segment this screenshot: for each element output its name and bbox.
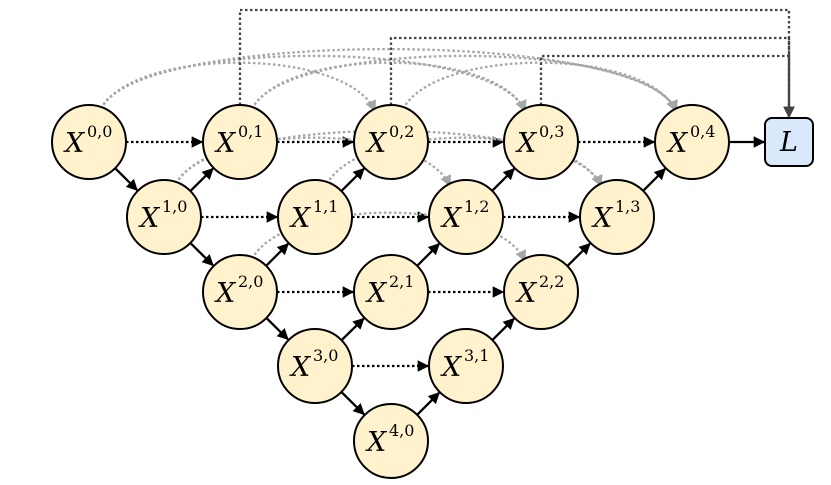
node-label: X: [365, 427, 388, 458]
node-circle: [503, 104, 579, 180]
node-circle: [353, 104, 429, 180]
node-circle: [126, 179, 202, 255]
node-circle: [353, 254, 429, 330]
upsample-edge: [642, 168, 666, 192]
node-circle: [277, 179, 353, 255]
node-label: X: [515, 128, 538, 159]
node-label: X: [515, 278, 538, 309]
node-superscript: 2,2: [539, 272, 564, 291]
node-superscript: 1,2: [464, 197, 489, 216]
downsample-edge: [265, 317, 289, 341]
edges-layer: [99, 8, 795, 416]
node-superscript: 3,0: [313, 346, 338, 365]
deep-supervision-edge: [389, 36, 795, 119]
upsample-edge: [340, 317, 365, 342]
node-superscript: 3,1: [464, 346, 489, 365]
node-label: X: [289, 352, 312, 383]
node-circle: [654, 104, 730, 180]
upsample-edge: [340, 167, 365, 192]
node-circle: [277, 328, 353, 404]
node-label: X: [138, 203, 161, 234]
dense-skip-edge: [250, 61, 527, 113]
node-label: X: [289, 203, 312, 234]
dense-skip-edge: [99, 54, 527, 113]
node-circle: [202, 254, 278, 330]
loss-label: L: [779, 127, 798, 158]
node-circle: [428, 179, 504, 255]
node-circle: [51, 104, 127, 180]
dense-skip-edge: [325, 136, 603, 188]
dense-skip-edge: [401, 61, 678, 113]
node-label: X: [63, 128, 86, 159]
node-superscript: 1,0: [162, 197, 187, 216]
node-superscript: 2,0: [238, 272, 263, 291]
node-label: X: [440, 352, 463, 383]
deep-supervision-edge: [238, 8, 795, 119]
upsample-edge: [416, 243, 440, 267]
downsample-edge: [340, 391, 365, 416]
node-superscript: 0,3: [539, 122, 564, 141]
node-label: X: [365, 128, 388, 159]
downsample-edge: [114, 167, 138, 191]
loss-node: L: [764, 117, 814, 167]
dense-skip-edge: [250, 54, 678, 113]
node-label: X: [365, 278, 388, 309]
upsample-edge: [416, 392, 440, 416]
upsample-edge: [491, 317, 515, 341]
node-label: X: [666, 128, 689, 159]
node-label: X: [591, 203, 614, 234]
node-circle: [353, 403, 429, 479]
downsample-edge: [189, 242, 214, 267]
node-label: X: [214, 128, 237, 159]
node-label: X: [214, 278, 237, 309]
node-superscript: 4,0: [389, 421, 414, 440]
node-circle: [428, 328, 504, 404]
dense-skip-edge: [250, 211, 527, 263]
dense-skip-edge: [99, 61, 377, 113]
node-superscript: 0,2: [389, 122, 414, 141]
node-superscript: 2,1: [389, 272, 414, 291]
upsample-edge: [265, 243, 289, 267]
node-circle: [202, 104, 278, 180]
node-label: X: [440, 203, 463, 234]
upsample-edge: [491, 168, 515, 192]
upsample-edge: [566, 242, 591, 267]
deep-supervision-edge: [539, 54, 795, 119]
dense-skip-edge: [99, 48, 678, 113]
node-superscript: 0,4: [690, 122, 715, 141]
upsample-edge: [189, 167, 214, 192]
node-superscript: 1,1: [313, 197, 338, 216]
node-superscript: 1,3: [615, 197, 640, 216]
loss-box: [764, 117, 814, 167]
node-superscript: 0,1: [238, 122, 263, 141]
node-circle: [579, 179, 655, 255]
node-superscript: 0,0: [87, 122, 112, 141]
node-circle: [503, 254, 579, 330]
